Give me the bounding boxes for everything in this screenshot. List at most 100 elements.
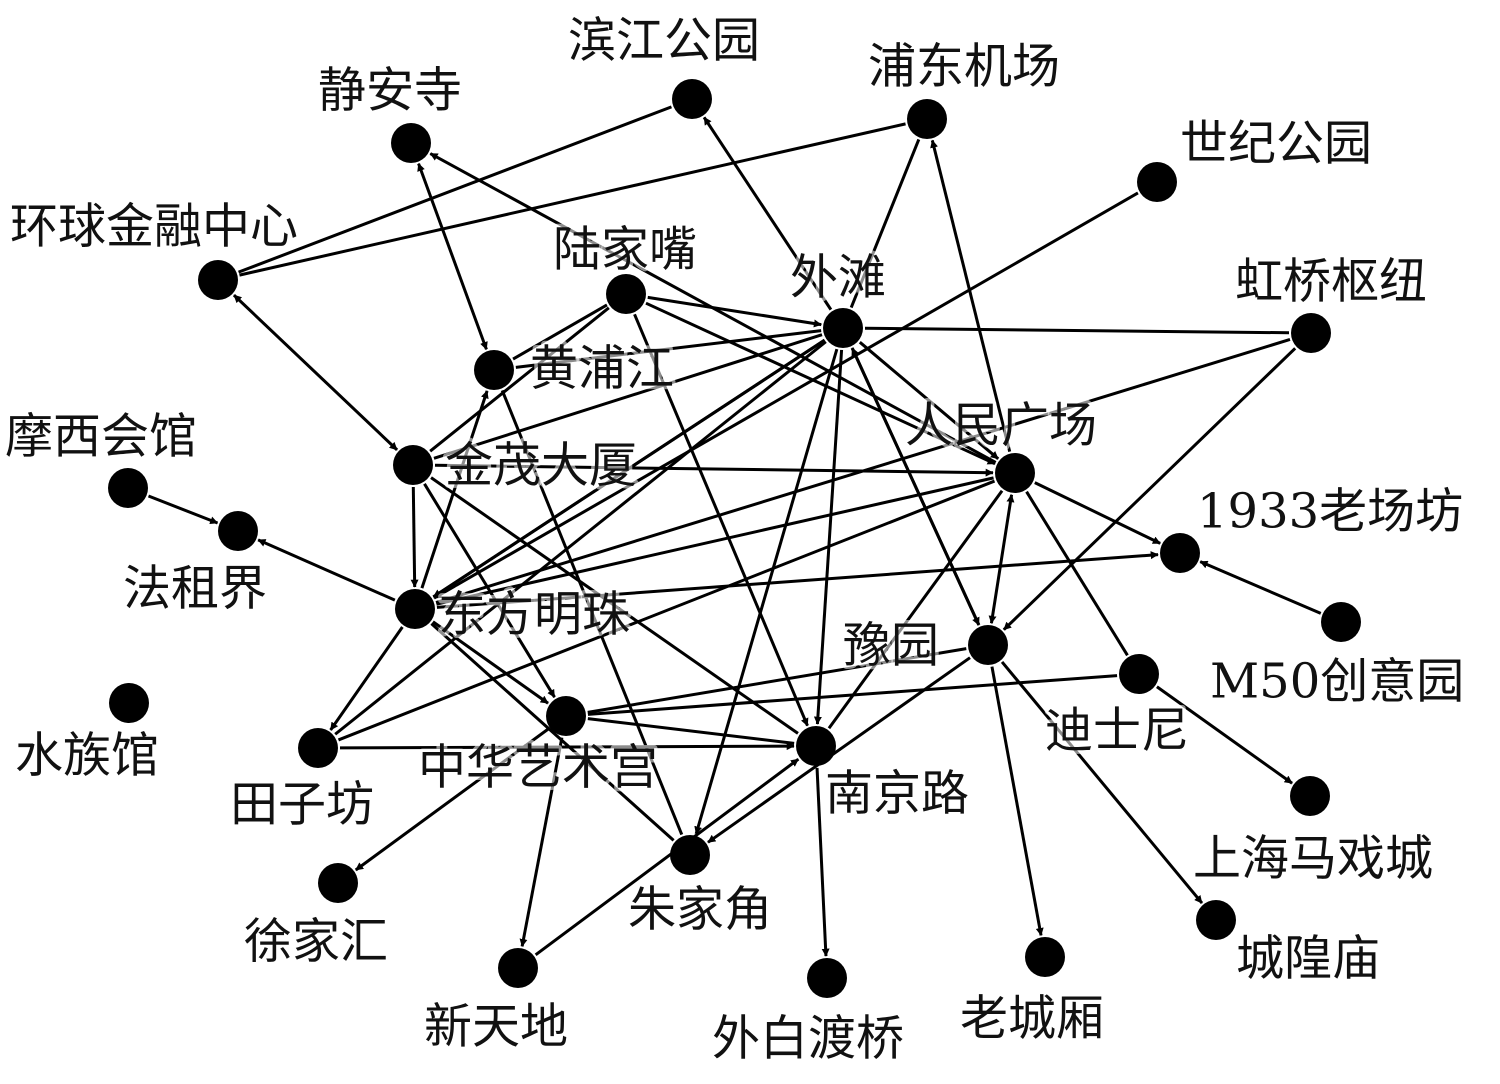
node-label-french_concession: 法租界 bbox=[123, 561, 267, 617]
node-circus bbox=[1290, 776, 1330, 816]
edge-swfc-to-jinmao bbox=[232, 294, 399, 451]
node-label-nanjing_road: 南京路 bbox=[825, 766, 969, 822]
edge-yuyuan-to-china_art_palace bbox=[587, 647, 967, 714]
node-label-zhujiajiao: 朱家角 bbox=[628, 882, 772, 938]
node-french_concession bbox=[218, 511, 258, 551]
node-label-china_art_palace: 中华艺术宫 bbox=[418, 740, 658, 796]
node-binjiang bbox=[672, 79, 712, 119]
edge-jinmao-to-bund bbox=[433, 333, 823, 460]
node-label-hongqiao: 虹桥枢纽 bbox=[1235, 254, 1427, 310]
node-century_park bbox=[1137, 162, 1177, 202]
node-label-xujiahui: 徐家汇 bbox=[244, 914, 388, 970]
edge-bund-to-nanjing_road bbox=[813, 349, 844, 725]
edge-china_art_palace-to-nanjing_road bbox=[587, 717, 795, 745]
labels-layer: 滨江公园浦东机场静安寺世纪公园环球金融中心陆家嘴外滩虹桥枢纽黄浦江人民广场摩西会… bbox=[2, 9, 1468, 1070]
node-label-binjiang: 滨江公园 bbox=[568, 13, 760, 69]
node-jingan bbox=[391, 123, 431, 163]
node-label-huangpu: 黄浦江 bbox=[530, 341, 674, 397]
edge-lujiazui-to-peoples_square bbox=[645, 301, 996, 466]
node-label-disney: 迪士尼 bbox=[1045, 703, 1189, 759]
edge-lujiazui-to-jinmao bbox=[429, 306, 610, 453]
edge-huangpu-to-bund bbox=[515, 329, 822, 369]
node-label-pudong_airport: 浦东机场 bbox=[868, 39, 1060, 95]
node-oriental_pearl bbox=[395, 589, 435, 629]
edge-xintiandi-to-nanjing_road bbox=[534, 757, 800, 957]
node-label-m50: M50创意园 bbox=[1210, 654, 1464, 710]
node-label-laochengxiang: 老城厢 bbox=[960, 991, 1104, 1047]
edges-layer bbox=[147, 105, 1322, 957]
node-label-laochangfang: 1933老场坊 bbox=[1197, 484, 1463, 540]
node-aquarium bbox=[109, 683, 149, 723]
node-label-century_park: 世纪公园 bbox=[1180, 116, 1372, 172]
edge-hongqiao-to-yuyuan bbox=[1002, 347, 1297, 631]
edge-m50-to-laochangfang bbox=[1199, 560, 1322, 615]
node-lujiazui bbox=[606, 274, 646, 314]
edge-jinmao-to-nanjing_road bbox=[430, 476, 799, 735]
node-yuyuan bbox=[968, 625, 1008, 665]
edge-china_art_palace-to-xintiandi bbox=[519, 737, 564, 948]
edge-oriental_pearl-to-china_art_palace bbox=[432, 620, 549, 705]
node-chenghuang bbox=[1196, 900, 1236, 940]
node-bund bbox=[823, 308, 863, 348]
node-label-aquarium: 水族馆 bbox=[15, 728, 159, 784]
edge-oriental_pearl-to-french_concession bbox=[257, 538, 396, 602]
edge-peoples_square-to-tianzifang bbox=[337, 479, 996, 742]
edge-peoples_square-to-nanjing_road bbox=[827, 489, 1004, 730]
node-label-xintiandi: 新天地 bbox=[424, 999, 568, 1055]
edge-bund-to-binjiang bbox=[702, 116, 833, 311]
edge-lujiazui-to-huangpu bbox=[512, 303, 608, 361]
edge-tianzifang-to-bund bbox=[334, 340, 827, 736]
node-label-oriental_pearl: 东方明珠 bbox=[438, 587, 630, 643]
node-label-jinmao: 金茂大厦 bbox=[445, 438, 637, 494]
edge-bund-to-pudong_airport bbox=[849, 138, 921, 309]
edge-huangpu-to-zhujiajiao bbox=[500, 389, 684, 836]
edge-oriental_pearl-to-laochangfang bbox=[436, 551, 1159, 609]
node-label-tianzifang: 田子坊 bbox=[230, 777, 374, 833]
node-china_art_palace bbox=[546, 696, 586, 736]
edge-lujiazui-to-nanjing_road bbox=[633, 313, 809, 727]
edge-oriental_pearl-to-peoples_square bbox=[436, 476, 994, 606]
edge-moller-to-french_concession bbox=[147, 494, 219, 525]
node-moller bbox=[108, 468, 148, 508]
node-waibaidu bbox=[807, 958, 847, 998]
edge-bund-to-hongqiao bbox=[864, 326, 1290, 335]
node-swfc bbox=[198, 260, 238, 300]
edge-oriental_pearl-to-huangpu bbox=[420, 390, 489, 589]
edge-jingan-to-huangpu bbox=[417, 163, 488, 350]
node-xintiandi bbox=[498, 948, 538, 988]
edge-nanjing_road-to-waibaidu bbox=[815, 767, 830, 957]
edge-oriental_pearl-to-tianzifang bbox=[329, 626, 404, 731]
node-label-chenghuang: 城隍庙 bbox=[1236, 931, 1380, 987]
node-pudong_airport bbox=[907, 99, 947, 139]
edge-peoples_square-to-laochangfang bbox=[1034, 481, 1161, 545]
edge-lujiazui-to-bund bbox=[647, 295, 822, 328]
node-label-jingan: 静安寺 bbox=[318, 63, 462, 119]
node-label-yuyuan: 豫园 bbox=[843, 618, 939, 674]
edge-pudong_airport-to-swfc bbox=[239, 122, 906, 277]
node-label-lujiazui: 陆家嘴 bbox=[553, 222, 697, 278]
edge-peoples_square-to-yuyuan bbox=[988, 494, 1015, 624]
edge-tianzifang-to-nanjing_road bbox=[339, 742, 795, 751]
edge-bund-to-peoples_square bbox=[858, 341, 1000, 460]
node-label-peoples_square: 人民广场 bbox=[905, 398, 1097, 454]
edge-peoples_square-to-pudong_airport bbox=[930, 139, 1012, 453]
nodes-layer bbox=[108, 79, 1361, 998]
node-tianzifang bbox=[298, 728, 338, 768]
edge-oriental_pearl-to-zhujiajiao bbox=[430, 622, 675, 842]
node-label-waibaidu: 外白渡桥 bbox=[712, 1011, 904, 1067]
node-label-moller: 摩西会馆 bbox=[5, 409, 197, 465]
node-jinmao bbox=[393, 445, 433, 485]
edge-yuyuan-to-laochengxiang bbox=[990, 666, 1044, 937]
edge-peoples_square-to-disney bbox=[1025, 490, 1129, 657]
node-nanjing_road bbox=[796, 726, 836, 766]
edge-disney-to-circus bbox=[1156, 685, 1293, 785]
node-zhujiajiao bbox=[670, 835, 710, 875]
edge-bund-to-zhujiajiao bbox=[694, 348, 839, 835]
node-peoples_square bbox=[995, 453, 1035, 493]
node-label-circus: 上海马戏城 bbox=[1193, 831, 1433, 887]
node-xujiahui bbox=[318, 863, 358, 903]
edge-jinmao-to-oriental_pearl bbox=[410, 486, 419, 588]
node-label-swfc: 环球金融中心 bbox=[10, 199, 298, 255]
node-hongqiao bbox=[1291, 313, 1331, 353]
edge-jinmao-to-peoples_square bbox=[434, 463, 994, 477]
